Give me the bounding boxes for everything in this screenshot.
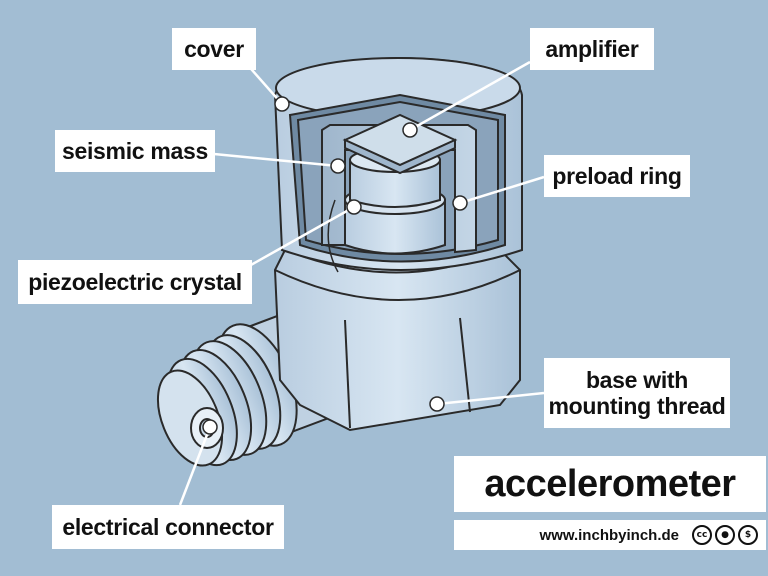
cc-icon: cc <box>692 525 712 545</box>
internal-parts <box>321 113 477 273</box>
by-icon: ● <box>715 525 735 545</box>
source-url[interactable]: www.inchbyinch.de <box>539 526 679 544</box>
label-piezoelectric-crystal: piezoelectric crystal <box>18 260 252 304</box>
label-amplifier: amplifier <box>530 28 654 70</box>
leader-dots <box>202 96 468 435</box>
diagram-title: accelerometer <box>454 456 766 512</box>
label-preload-ring: preload ring <box>544 155 690 197</box>
label-cover: cover <box>172 28 256 70</box>
label-base: base with mounting thread <box>544 358 730 428</box>
label-electrical-connector: electrical connector <box>52 505 284 549</box>
footer-bar: www.inchbyinch.de cc ● $ <box>454 520 766 550</box>
leader-lines <box>178 60 545 506</box>
label-seismic-mass: seismic mass <box>55 130 215 172</box>
base-part <box>273 249 521 432</box>
nc-icon: $ <box>738 525 758 545</box>
